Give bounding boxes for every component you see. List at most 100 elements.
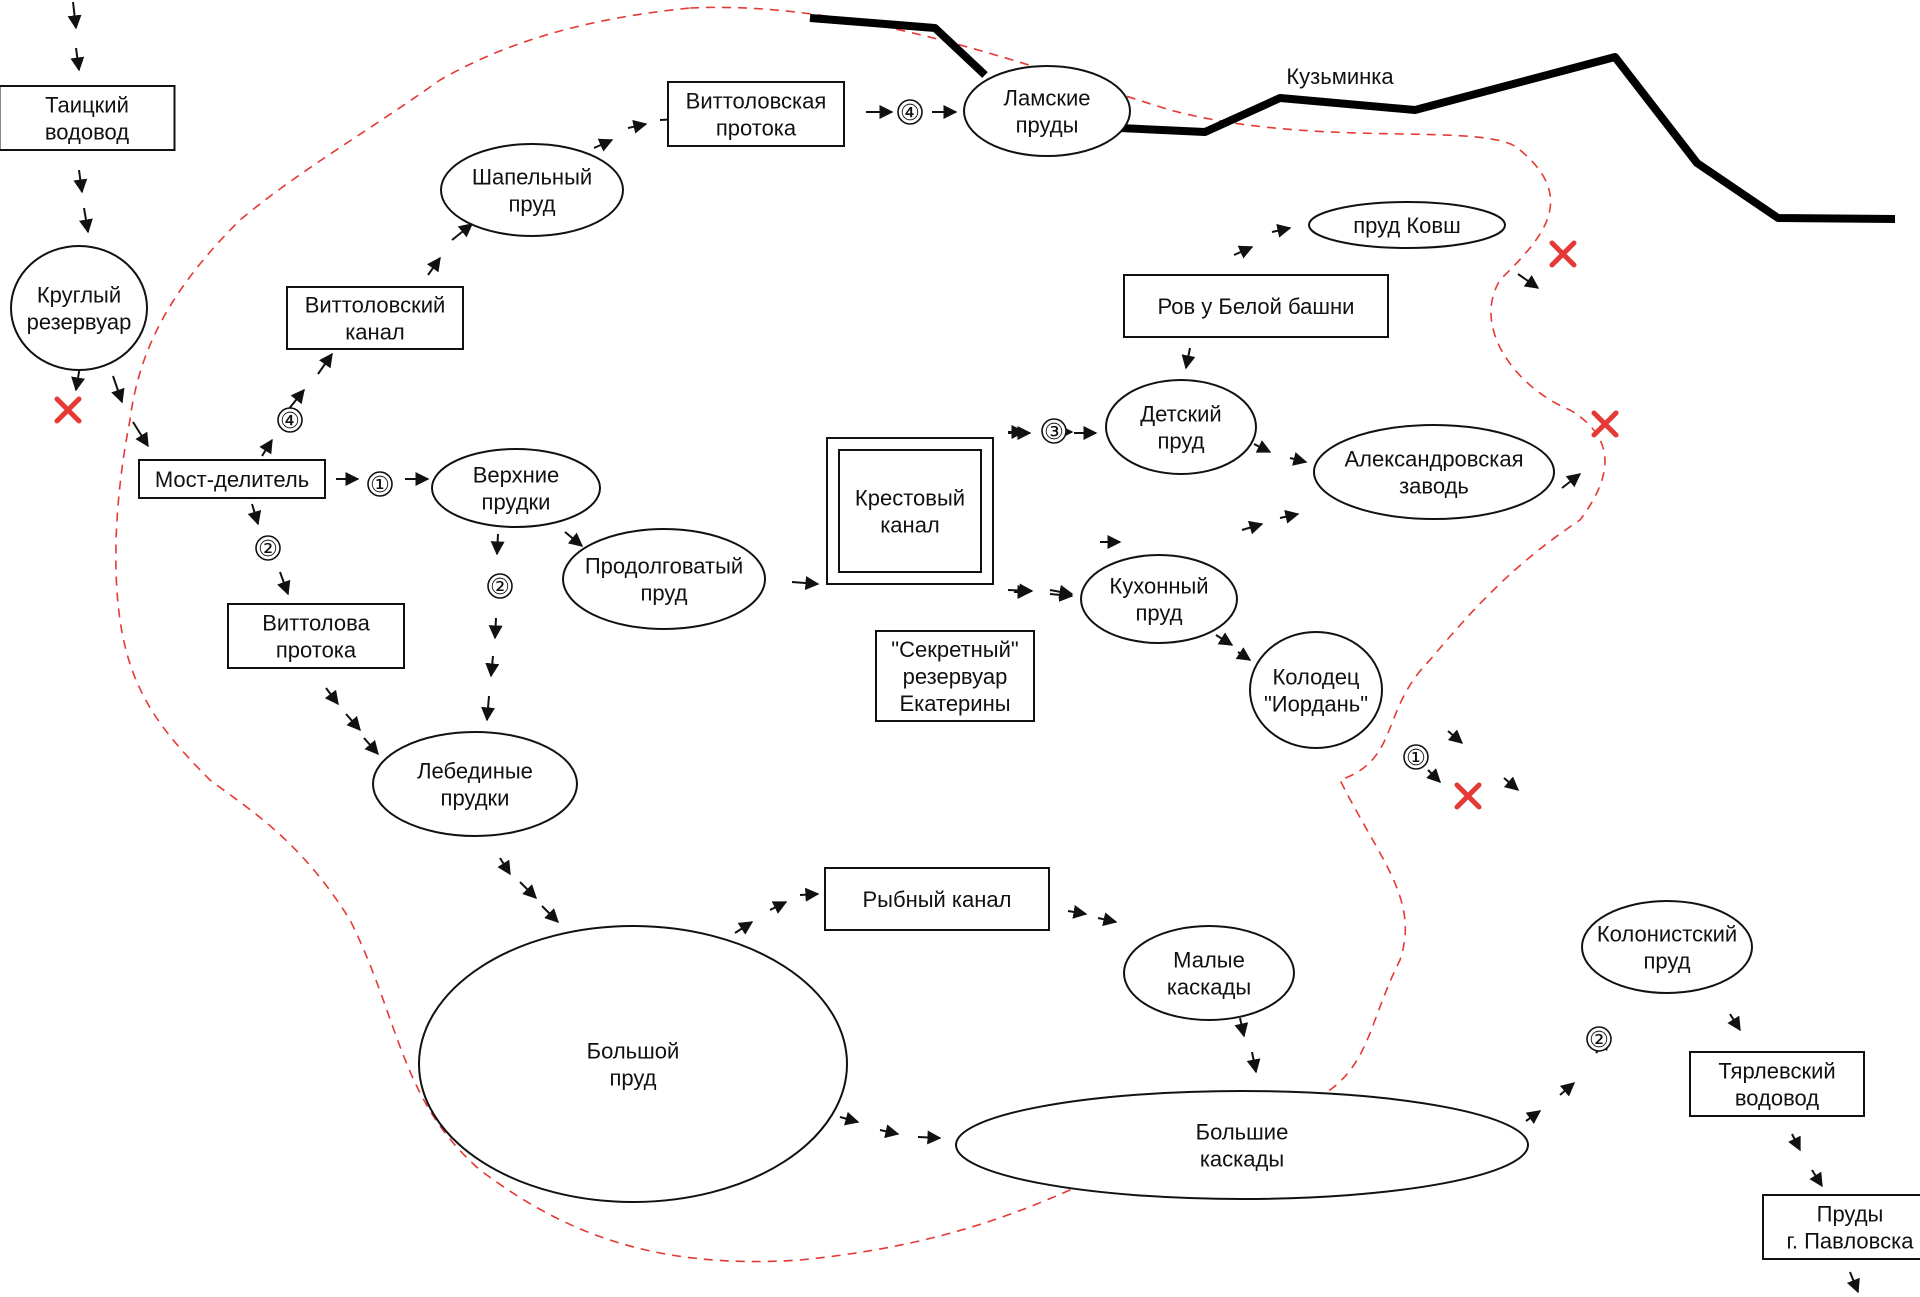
node-ellipse	[10, 245, 148, 371]
flow-arrow	[345, 713, 361, 732]
river-label: Кузьминка	[1286, 64, 1394, 89]
flow-arrow	[564, 531, 584, 547]
flow-arrow	[1241, 520, 1264, 535]
node-ellipse	[1313, 424, 1555, 520]
flow-arrow	[1233, 245, 1254, 259]
flow-arrow	[1049, 584, 1074, 599]
x-stroke	[54, 396, 82, 424]
flow-arrow	[277, 571, 291, 596]
node-box	[1762, 1194, 1920, 1260]
nodes-layer: ТаицкийводоводКруглыйрезервуарМост-делит…	[0, 65, 1920, 1260]
flow-arrow	[1067, 905, 1088, 919]
flow-arrow	[490, 533, 505, 556]
flow-arrow	[791, 576, 820, 591]
badge-circle	[1403, 744, 1429, 770]
flow-arrow	[79, 207, 93, 234]
flow-arrow	[593, 138, 614, 152]
node-ellipse	[1105, 379, 1257, 475]
route-badge: ④	[277, 407, 303, 433]
node-label: "Секретный"	[891, 637, 1018, 662]
node-label: Шапельный	[472, 165, 592, 190]
node-label: протока	[716, 116, 797, 141]
node-label: резервуар	[27, 310, 132, 335]
node-label: прудки	[482, 490, 551, 515]
badge-label: ②	[1589, 1027, 1609, 1052]
badge-circle	[255, 535, 281, 561]
node-ellipse	[1123, 925, 1295, 1021]
flow-arrow	[769, 901, 788, 914]
node-label: "Иордань"	[1264, 692, 1368, 717]
node-box	[227, 603, 405, 669]
flow-arrow	[1503, 776, 1520, 791]
river-kuzminka	[809, 14, 988, 78]
badge-label: ②	[490, 574, 510, 599]
flow-arrow	[317, 352, 333, 375]
river-kuzminka-main	[1119, 53, 1896, 223]
node-label: Детский	[1140, 402, 1221, 427]
flow-arrow	[287, 388, 305, 411]
badge-label: ①	[370, 472, 390, 497]
node-label: водовод	[45, 120, 129, 145]
node-label: пруд	[1643, 949, 1690, 974]
node-label: Лебединые	[417, 759, 533, 784]
flow-arrow	[519, 881, 537, 899]
flow-arrow	[734, 921, 754, 935]
node-label: Мост-делитель	[155, 467, 309, 492]
flow-arrow	[1727, 1013, 1741, 1032]
flow-arrow	[1517, 273, 1540, 289]
node-label: Большие	[1196, 1120, 1289, 1145]
node-ellipse	[963, 65, 1131, 157]
badge-circle	[367, 471, 393, 497]
flow-arrow	[481, 695, 496, 722]
flow-arrow	[917, 1130, 942, 1145]
node-label: Виттоловский	[305, 293, 446, 318]
node-label: пруды	[1016, 113, 1079, 138]
node-box	[1123, 274, 1389, 338]
flow-arrow	[1097, 912, 1118, 927]
node-label: Колонистский	[1597, 922, 1737, 947]
flow-arrow	[363, 737, 379, 756]
node-label: пруд	[508, 192, 555, 217]
x-stroke	[1454, 782, 1482, 810]
flow-arrow	[1559, 1082, 1576, 1097]
endpoints-layer	[54, 240, 1619, 810]
badge-circle	[1041, 418, 1067, 444]
node-ellipse	[372, 731, 578, 837]
node-rybny: Рыбный канал	[824, 867, 1050, 931]
x-stroke	[1549, 240, 1577, 268]
badge-label: ④	[280, 408, 300, 433]
node-ellipse	[440, 143, 624, 237]
node-label: Кухонный	[1109, 574, 1208, 599]
flow-arrow	[497, 857, 511, 876]
flow-arrow	[1846, 1271, 1860, 1294]
node-label: канал	[880, 513, 940, 538]
route-badge: ①	[367, 471, 393, 497]
flow-arrow	[1447, 729, 1464, 744]
node-label: канал	[345, 320, 405, 345]
flow-arrow	[111, 375, 125, 404]
node-label: прудки	[441, 786, 510, 811]
node-label: Крестовый	[855, 486, 965, 511]
flow-arrow	[485, 655, 500, 678]
node-box	[0, 85, 176, 151]
flow-arrow	[1234, 1017, 1249, 1038]
badge-label: ④	[900, 100, 920, 125]
node-label: г. Павловска	[1787, 1229, 1915, 1254]
node-label: резервуар	[903, 664, 1008, 689]
node-kovsh: пруд Ковш	[1308, 201, 1506, 249]
node-box	[286, 286, 464, 350]
node-label: Верхние	[473, 463, 560, 488]
flow-arrow	[879, 1124, 900, 1139]
node-box	[138, 459, 326, 499]
flow-arrow	[1253, 440, 1272, 453]
node-label: каскады	[1200, 1147, 1284, 1172]
node-label: Ламские	[1004, 86, 1091, 111]
